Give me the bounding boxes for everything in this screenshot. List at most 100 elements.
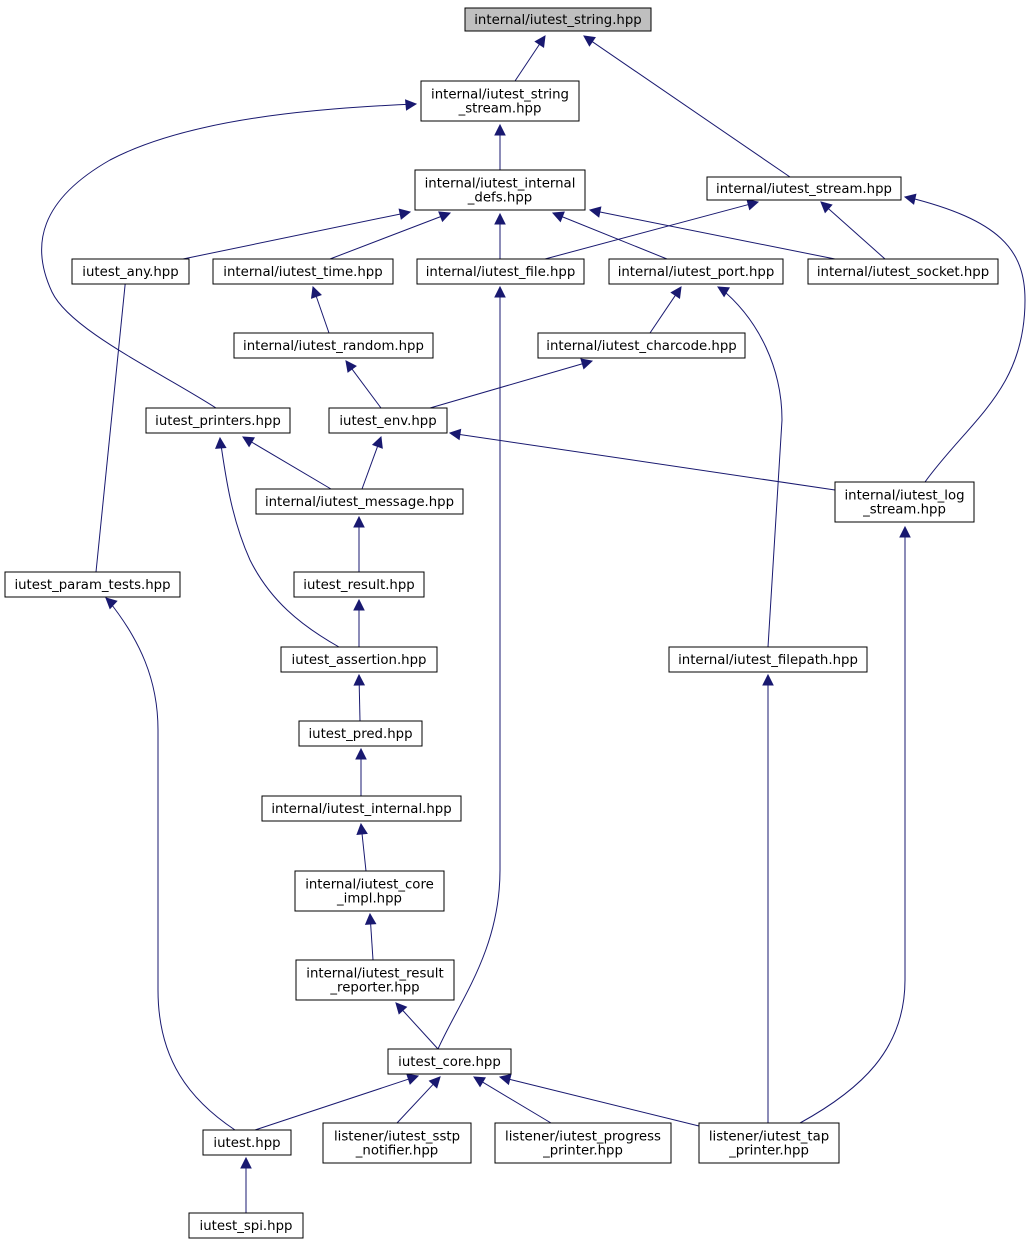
arrowhead-icon <box>580 358 594 370</box>
node-result-reporter[interactable]: internal/iutest_result_reporter.hpp <box>295 959 455 1001</box>
edge-pred-to-internal <box>355 747 367 796</box>
arrowhead-icon <box>105 597 118 610</box>
arrowhead-icon <box>746 199 760 211</box>
arrowhead-icon <box>371 435 383 449</box>
node-file[interactable]: internal/iutest_file.hpp <box>416 258 585 285</box>
node-socket[interactable]: internal/iutest_socket.hpp <box>807 258 999 285</box>
node-core-impl[interactable]: internal/iutest_core_impl.hpp <box>294 870 445 912</box>
arrowhead-icon <box>494 212 506 225</box>
node-label: iutest.hpp <box>213 1136 280 1151</box>
node-label: iutest_printers.hpp <box>155 414 281 429</box>
node-label: iutest_assertion.hpp <box>292 653 427 668</box>
node-label: _stream.hpp <box>862 503 946 518</box>
edge-internal_defs-to-socket <box>588 206 836 260</box>
node-internal[interactable]: internal/iutest_internal.hpp <box>261 795 462 822</box>
node-pred[interactable]: iutest_pred.hpp <box>298 720 423 747</box>
edge-line <box>799 527 906 1124</box>
node-label: internal/iutest_string.hpp <box>474 13 642 28</box>
edge-line <box>396 1083 435 1124</box>
edge-string_stream-to-printers <box>41 99 418 409</box>
node-label: internal/iutest_port.hpp <box>618 265 775 280</box>
edge-internal_defs-to-any <box>182 208 412 260</box>
node-internal-defs[interactable]: internal/iutest_internal_defs.hpp <box>414 169 586 211</box>
node-random[interactable]: internal/iutest_random.hpp <box>233 332 434 359</box>
node-label: internal/iutest_log <box>844 489 964 504</box>
node-filepath[interactable]: internal/iutest_filepath.hpp <box>668 646 868 673</box>
node-label: internal/iutest_stream.hpp <box>716 182 892 197</box>
arrowhead-icon <box>353 598 365 611</box>
edge-line <box>514 43 541 82</box>
node-string-stream[interactable]: internal/iutest_string_stream.hpp <box>420 80 580 122</box>
edge-line <box>429 363 584 409</box>
node-label: _notifier.hpp <box>355 1144 438 1159</box>
arrowhead-icon <box>473 1076 486 1088</box>
node-log-stream[interactable]: internal/iutest_log_stream.hpp <box>834 481 975 523</box>
edge-line <box>458 433 836 491</box>
node-label: internal/iutest_file.hpp <box>426 265 576 280</box>
edge-filepath-to-tap <box>762 673 774 1123</box>
edge-time-to-random <box>310 285 330 334</box>
node-any[interactable]: iutest_any.hpp <box>71 258 190 285</box>
node-tap[interactable]: listener/iutest_tap_printer.hpp <box>698 1122 840 1164</box>
edge-line <box>254 1078 410 1131</box>
node-label: listener/iutest_sstp <box>334 1130 460 1145</box>
arrowhead-icon <box>398 208 412 220</box>
edge-line <box>361 445 379 490</box>
arrowhead-icon <box>406 1073 420 1085</box>
node-label: iutest_core.hpp <box>398 1055 501 1070</box>
node-box <box>834 481 975 523</box>
node-label: internal/iutest_result <box>306 967 443 982</box>
node-box <box>387 1048 512 1075</box>
node-core[interactable]: iutest_core.hpp <box>387 1048 512 1075</box>
edge-charcode-to-env <box>429 358 594 409</box>
edge-internal_defs-to-time <box>329 211 452 260</box>
edge-line <box>361 832 367 872</box>
node-box <box>202 1129 292 1156</box>
arrowhead-icon <box>240 1156 252 1169</box>
node-param-tests[interactable]: iutest_param_tests.hpp <box>4 571 181 598</box>
node-label: _printer.hpp <box>728 1144 809 1159</box>
node-box <box>261 795 462 822</box>
edge-core-to-progress <box>473 1076 552 1124</box>
node-printers[interactable]: iutest_printers.hpp <box>145 407 291 434</box>
node-port[interactable]: internal/iutest_port.hpp <box>608 258 784 285</box>
edge-stream-to-log_stream <box>903 193 1026 483</box>
arrowhead-icon <box>353 515 365 528</box>
edge-core-to-tap <box>498 1073 700 1127</box>
edge-internal_defs-to-port <box>551 211 668 260</box>
node-result[interactable]: iutest_result.hpp <box>293 571 425 598</box>
node-progress[interactable]: listener/iutest_progress_printer.hpp <box>494 1122 672 1164</box>
edge-file-to-core <box>437 285 506 1050</box>
edge-line <box>401 1009 439 1050</box>
arrowhead-icon <box>345 360 357 373</box>
node-iutest[interactable]: iutest.hpp <box>202 1129 292 1156</box>
arrowhead-icon <box>438 211 452 223</box>
node-stream[interactable]: internal/iutest_stream.hpp <box>706 176 902 201</box>
arrowhead-icon <box>310 285 322 299</box>
node-assertion[interactable]: iutest_assertion.hpp <box>280 646 438 673</box>
node-sstp[interactable]: listener/iutest_sstp_notifier.hpp <box>322 1122 472 1164</box>
edge-env-to-log_stream <box>448 428 836 491</box>
edge-message-to-result <box>353 515 365 572</box>
edge-line <box>358 683 361 722</box>
node-env[interactable]: iutest_env.hpp <box>328 407 448 434</box>
node-spi[interactable]: iutest_spi.hpp <box>188 1212 304 1239</box>
node-label: listener/iutest_progress <box>505 1130 661 1145</box>
node-label: iutest_any.hpp <box>82 265 178 280</box>
node-box <box>293 571 425 598</box>
edge-line <box>906 196 1026 483</box>
node-box <box>298 720 423 747</box>
node-label: internal/iutest_internal.hpp <box>271 802 451 817</box>
node-label: internal/iutest_time.hpp <box>223 265 382 280</box>
node-label: _reporter.hpp <box>329 981 419 996</box>
node-box <box>322 1122 472 1164</box>
edge-line <box>370 922 374 961</box>
node-label: _stream.hpp <box>458 102 542 117</box>
node-box <box>255 488 464 515</box>
node-label: iutest_result.hpp <box>303 578 414 593</box>
arrowhead-icon <box>899 525 911 538</box>
node-charcode[interactable]: internal/iutest_charcode.hpp <box>537 332 746 359</box>
node-box <box>414 169 586 211</box>
node-message[interactable]: internal/iutest_message.hpp <box>255 488 464 515</box>
node-time[interactable]: internal/iutest_time.hpp <box>212 258 394 285</box>
